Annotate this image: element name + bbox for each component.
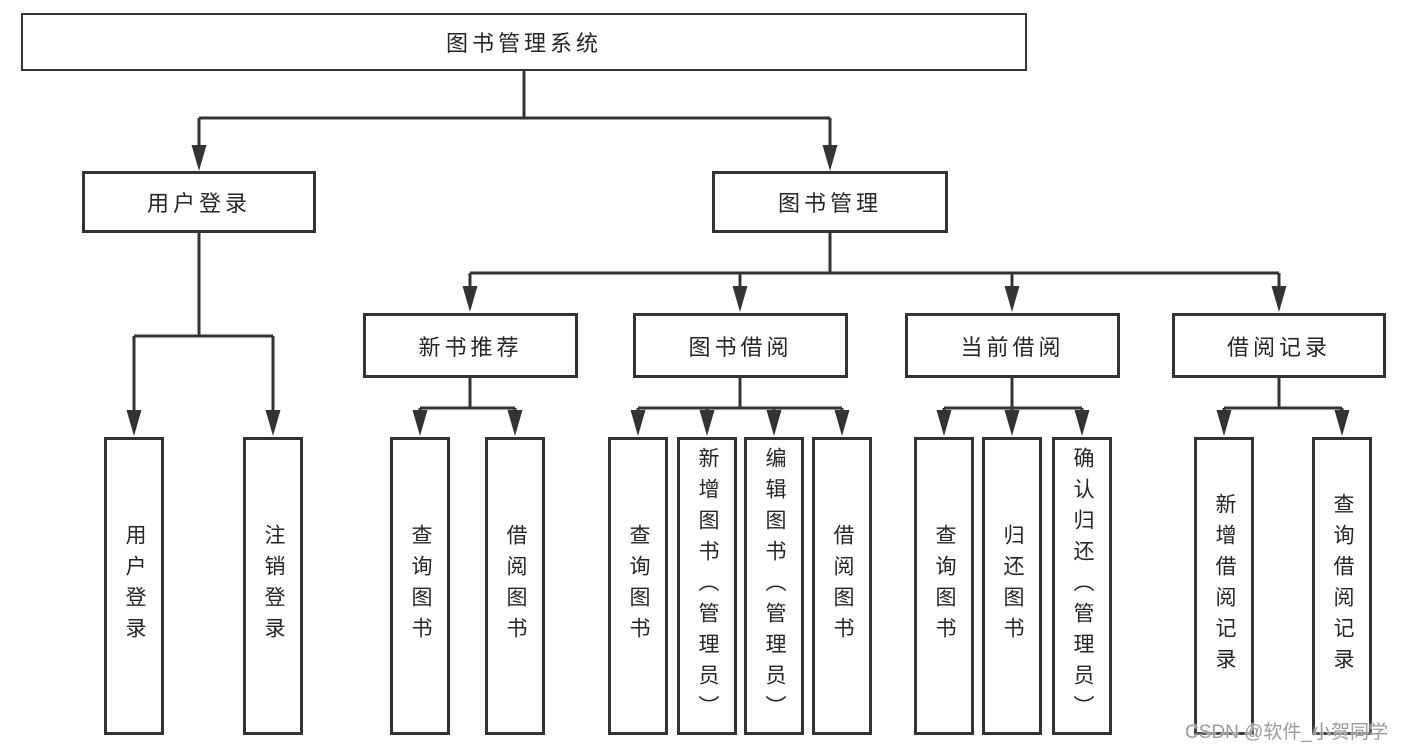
arrowhead [1004, 410, 1020, 436]
csdn-watermark: CSDN @软件_小贺同学 [1185, 722, 1388, 743]
arrowhead [1004, 286, 1020, 312]
node-new-book-recommend: 新书推荐 [363, 313, 578, 378]
node-label: 注销登录 [262, 524, 285, 648]
leaf-return-book: 归还图书 [982, 437, 1042, 735]
node-label: 查询借阅记录 [1331, 493, 1354, 679]
arrowhead [1334, 410, 1350, 436]
arrowhead [732, 286, 748, 312]
node-label: 用户登录 [123, 524, 146, 648]
node-label: 编辑图书（管理员） [763, 446, 786, 726]
node-label: 新书推荐 [418, 334, 523, 360]
arrowhead [766, 410, 782, 436]
arrowhead [834, 410, 850, 436]
leaf-logout: 注销登录 [243, 437, 303, 735]
node-label: 图书借阅 [688, 334, 793, 360]
leaf-borrow-books: 借阅图书 [485, 437, 545, 735]
arrowhead [265, 410, 281, 436]
leaf-user-login: 用户登录 [104, 437, 164, 735]
node-label: 查询图书 [627, 524, 650, 648]
arrowhead [822, 145, 838, 171]
node-label: 借阅图书 [831, 524, 854, 648]
leaf-query-books: 查询图书 [390, 437, 450, 735]
node-book-borrow: 图书借阅 [633, 313, 848, 378]
arrowhead [936, 410, 952, 436]
arrowhead [1216, 410, 1232, 436]
node-label: 图书管理系统 [445, 31, 602, 56]
arrowheads [126, 145, 1350, 436]
arrowhead [630, 410, 646, 436]
leaf-add-borrow-record: 新增借阅记录 [1194, 437, 1254, 735]
leaf-query-books-2: 查询图书 [608, 437, 668, 735]
node-label: 借阅记录 [1226, 334, 1331, 360]
leaf-query-borrow-record: 查询借阅记录 [1312, 437, 1372, 735]
arrowhead [699, 410, 715, 436]
node-book-management: 图书管理 [712, 171, 948, 233]
leaf-edit-book-admin: 编辑图书（管理员） [744, 437, 804, 735]
leaf-borrow-books-2: 借阅图书 [812, 437, 872, 735]
arrowhead [412, 410, 428, 436]
node-label: 新增图书（管理员） [696, 446, 719, 726]
node-label: 归还图书 [1001, 524, 1024, 648]
node-user-login: 用户登录 [82, 171, 316, 233]
node-library-management-system: 图书管理系统 [21, 13, 1027, 71]
arrowhead [1271, 286, 1287, 312]
leaf-confirm-return-admin: 确认归还（管理员） [1052, 437, 1112, 735]
arrowhead [507, 410, 523, 436]
node-label: 借阅图书 [504, 524, 527, 648]
arrowhead [1074, 410, 1090, 436]
connector-segments [132, 71, 1344, 414]
node-label: 新增借阅记录 [1213, 493, 1236, 679]
node-label: 查询图书 [409, 524, 432, 648]
node-borrow-records: 借阅记录 [1172, 313, 1386, 378]
leaf-query-books-3: 查询图书 [914, 437, 974, 735]
node-label: 用户登录 [146, 191, 251, 216]
arrowhead [191, 145, 207, 171]
node-label: 图书管理 [777, 191, 882, 216]
node-label: 当前借阅 [960, 334, 1065, 360]
node-label: 查询图书 [933, 524, 956, 648]
node-label: 确认归还（管理员） [1071, 446, 1094, 726]
leaf-add-book-admin: 新增图书（管理员） [677, 437, 737, 735]
node-current-borrow: 当前借阅 [905, 313, 1120, 378]
arrowhead [462, 286, 478, 312]
arrowhead [126, 410, 142, 436]
